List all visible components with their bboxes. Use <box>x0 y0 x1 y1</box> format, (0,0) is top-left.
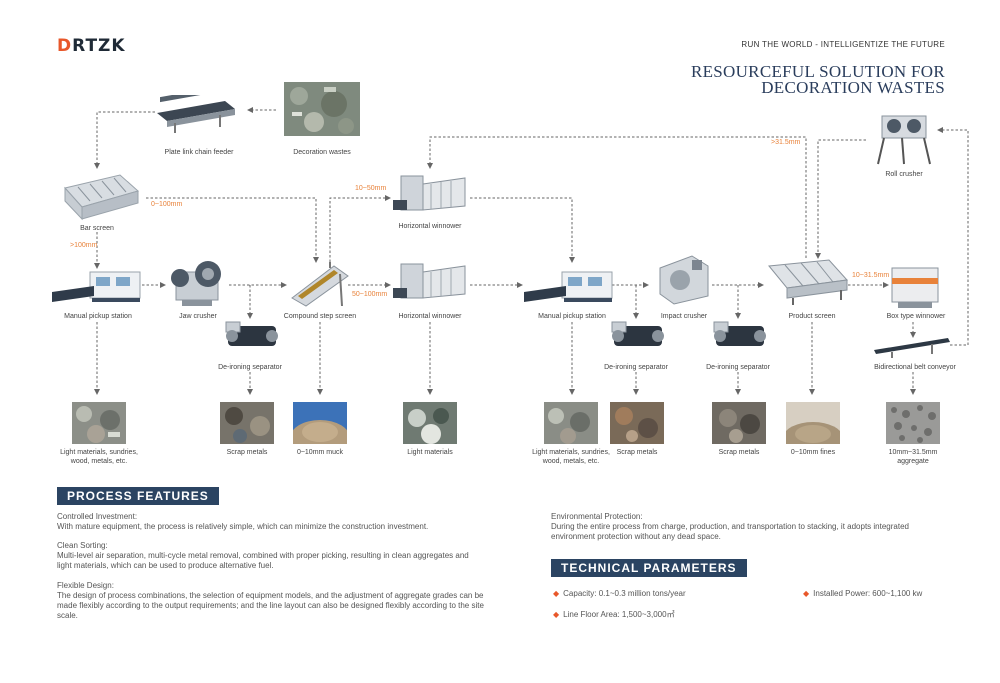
winnower-top-illustration <box>393 175 466 211</box>
label-belt-conveyor: Bidirectional belt conveyor <box>874 364 956 371</box>
box-winnower-illustration <box>891 267 939 308</box>
feature-heading: Environmental Protection: <box>551 512 643 521</box>
output-label-8: 0~10mm fines <box>790 449 836 456</box>
product-screen-illustration <box>768 259 849 305</box>
arrow-bar-screen-to-step-screen <box>146 197 319 263</box>
size-0-100: 0~100mm <box>151 201 183 208</box>
output-photo-6 <box>610 402 664 444</box>
size-gt100: >100mm <box>70 242 98 249</box>
decoration-wastes-photo <box>284 82 360 136</box>
arrow-feeder-to-bar-screen <box>94 111 155 169</box>
param-capacity-text: Capacity: 0.1~0.3 million tons/year <box>563 589 686 598</box>
belt-conveyor-illustration <box>874 338 950 358</box>
step-screen-illustration <box>291 262 349 307</box>
page-title-line2: DECORATION WASTES <box>761 78 945 97</box>
arrow-top-winnower-to-pickup2 <box>470 197 575 263</box>
feature-body: During the entire process from charge, p… <box>551 522 909 541</box>
output-label-2: Scrap metals <box>226 449 268 456</box>
feature-clean-sorting: Clean Sorting: Multi-level air separatio… <box>57 541 482 571</box>
label-roll-crusher: Roll crusher <box>885 171 923 178</box>
feature-heading: Controlled Investment: <box>57 512 138 521</box>
label-box-winnower: Box type winnower <box>886 313 946 320</box>
feature-controlled-investment: Controlled Investment: With mature equip… <box>57 512 487 532</box>
size-10-31-5: 10~31.5mm <box>852 272 890 279</box>
feature-environmental-protection: Environmental Protection: During the ent… <box>551 512 951 542</box>
label-deironing-3: De-ironing separator <box>706 364 770 371</box>
param-floor-area-text: Line Floor Area: 1,500~3,000㎡ <box>563 610 675 619</box>
label-decoration-wastes: Decoration wastes <box>293 149 351 156</box>
output-label-1: Light materials, sundries, wood, metals,… <box>60 449 138 465</box>
impact-crusher-illustration <box>659 255 709 305</box>
bullet-icon: ◆ <box>553 610 560 619</box>
output-photo-9 <box>886 402 940 444</box>
label-bar-screen: Bar screen <box>80 225 114 232</box>
feature-flexible-design: Flexible Design: The design of process c… <box>57 581 487 621</box>
feature-body: With mature equipment, the process is re… <box>57 522 429 531</box>
label-winnower-mid: Horizontal winnower <box>398 313 462 320</box>
size-10-50: 10~50mm <box>355 185 387 192</box>
arrow-step-screen-to-top-winnower <box>329 195 391 262</box>
arrow-product-screen-loop <box>427 136 807 258</box>
slogan: RUN THE WORLD - INTELLIGENTIZE THE FUTUR… <box>741 40 945 49</box>
param-capacity: ◆Capacity: 0.1~0.3 million tons/year <box>553 589 686 598</box>
output-label-6: Scrap metals <box>616 449 658 456</box>
bar-screen-illustration <box>64 174 140 221</box>
output-photo-8 <box>786 402 840 444</box>
brand-logo: DRTZK <box>57 36 126 56</box>
deironing-1-illustration <box>225 321 278 346</box>
winnower-mid-illustration <box>393 263 466 299</box>
logo-text: RTZK <box>72 36 126 56</box>
output-photo-3 <box>293 402 347 444</box>
size-gt31-5: >31.5mm <box>771 139 801 146</box>
label-jaw-crusher: Jaw crusher <box>179 313 217 320</box>
feature-body: The design of process combinations, the … <box>57 591 484 620</box>
output-label-7: Scrap metals <box>718 449 760 456</box>
feature-heading: Clean Sorting: <box>57 541 108 550</box>
logo-mark: D <box>57 36 73 56</box>
label-manual-pickup-2: Manual pickup station <box>538 313 606 320</box>
output-photo-5 <box>544 402 598 444</box>
arrow-roll-to-product-screen <box>815 139 866 259</box>
technical-parameters-title: TECHNICAL PARAMETERS <box>551 559 747 577</box>
param-power-text: Installed Power: 600~1,100 kw <box>813 589 923 598</box>
bullet-icon: ◆ <box>553 589 560 598</box>
manual-pickup-1-illustration <box>52 271 141 302</box>
output-label-4: Light materials <box>407 449 453 456</box>
deironing-3-illustration <box>713 321 766 346</box>
label-impact-crusher: Impact crusher <box>660 313 708 320</box>
deironing-2-illustration <box>611 321 664 346</box>
label-product-screen: Product screen <box>788 313 836 320</box>
label-winnower-top: Horizontal winnower <box>398 223 462 230</box>
process-features-title: PROCESS FEATURES <box>57 487 219 505</box>
output-photo-2 <box>220 402 274 444</box>
jaw-crusher-illustration <box>171 261 221 306</box>
output-photo-1 <box>72 402 126 444</box>
page-title-line1: RESOURCEFUL SOLUTION FOR <box>690 62 945 81</box>
size-50-100: 50~100mm <box>352 291 388 298</box>
param-power: ◆Installed Power: 600~1,100 kw <box>803 589 922 598</box>
arrow-belt-to-roll-crusher <box>937 127 969 346</box>
output-label-3: 0~10mm muck <box>296 449 344 456</box>
manual-pickup-2-illustration <box>524 271 613 302</box>
param-floor-area: ◆Line Floor Area: 1,500~3,000㎡ <box>553 609 675 620</box>
roll-crusher-illustration <box>877 115 931 165</box>
label-plate-feeder: Plate link chain feeder <box>164 149 234 156</box>
output-photo-4 <box>403 402 457 444</box>
feature-heading: Flexible Design: <box>57 581 114 590</box>
output-photo-7 <box>712 402 766 444</box>
output-label-9: 10mm~31.5mm aggregate <box>888 449 938 465</box>
label-deironing-1: De-ironing separator <box>218 364 282 371</box>
feature-body: Multi-level air separation, multi-cycle … <box>57 551 469 570</box>
plate-feeder-illustration <box>157 95 235 133</box>
bullet-icon: ◆ <box>803 589 810 598</box>
label-manual-pickup-1: Manual pickup station <box>64 313 132 320</box>
output-label-5: Light materials, sundries, wood, metals,… <box>532 449 610 465</box>
page-title: RESOURCEFUL SOLUTION FOR DECORATION WAST… <box>690 62 945 97</box>
label-deironing-2: De-ironing separator <box>604 364 668 371</box>
label-compound-step-screen: Compound step screen <box>283 313 357 320</box>
